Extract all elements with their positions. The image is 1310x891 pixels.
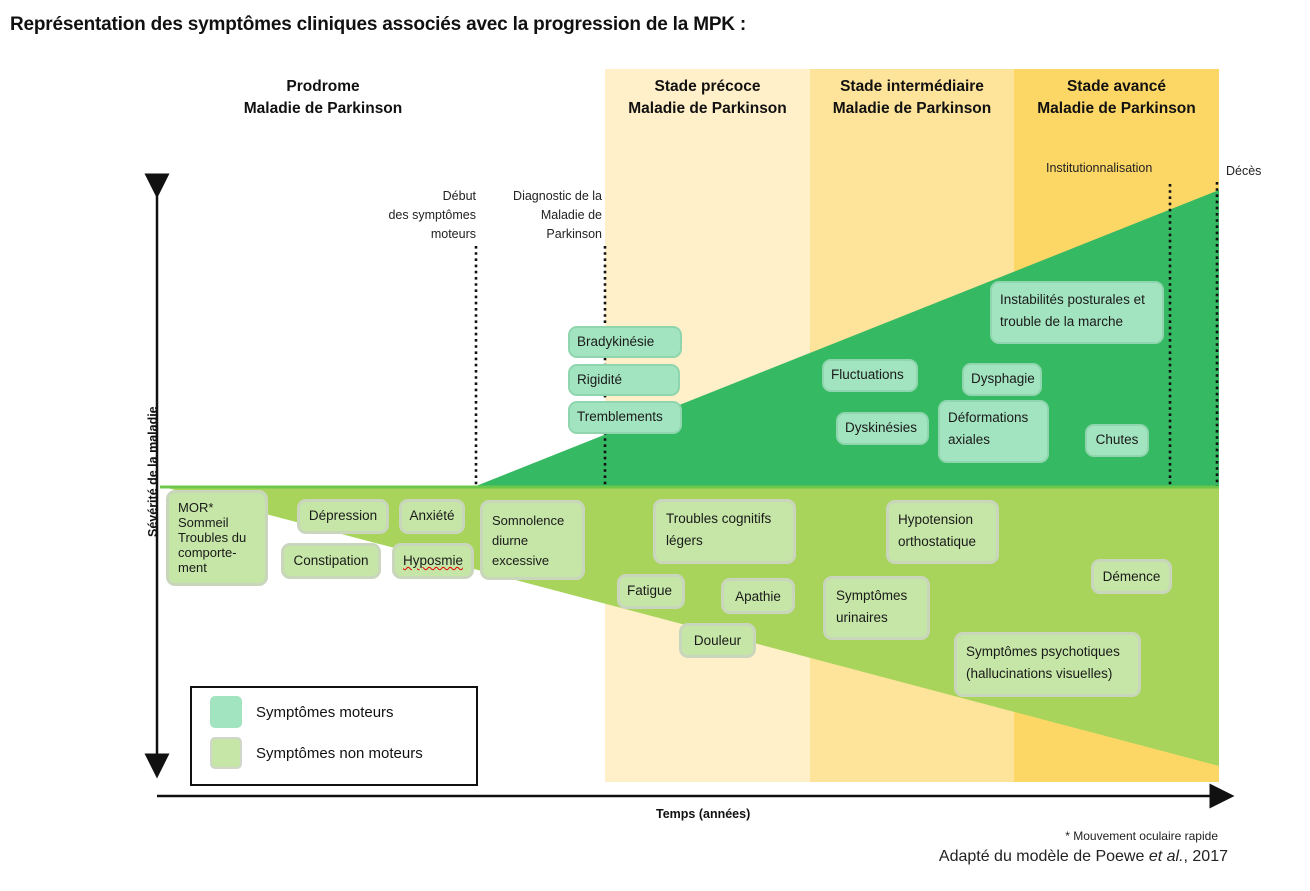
nonmotor-urinary: Symptômes urinaires [823, 576, 930, 640]
symptom-label: Somnolence [492, 513, 565, 528]
motor-falls: Chutes [1085, 424, 1149, 457]
symptom-label: légers [666, 533, 703, 548]
footnote: * Mouvement oculaire rapide [1065, 829, 1218, 843]
source-suffix: , 2017 [1183, 848, 1228, 865]
event-line: Maladie de [540, 208, 602, 222]
stage-title: Stade précoce [654, 78, 761, 95]
stage-subtitle: Maladie de Parkinson [1037, 100, 1196, 117]
stage-header-intermediate: Stade intermédiaire Maladie de Parkinson [810, 76, 1014, 120]
symptom-label: Anxiété [409, 508, 455, 523]
nonmotor-pain: Douleur [679, 623, 756, 658]
nonmotor-dementia: Démence [1091, 559, 1172, 594]
x-axis-label: Temps (années) [656, 807, 751, 821]
nonmotor-psychotic: Symptômes psychotiques (hallucinations v… [954, 632, 1141, 697]
source-prefix: Adapté du modèle de Poewe [938, 848, 1149, 865]
nonmotor-constipation: Constipation [281, 543, 381, 579]
symptom-label: trouble de la marche [1000, 314, 1124, 329]
symptom-label: (hallucinations visuelles) [966, 666, 1113, 681]
stage-title: Stade avancé [1066, 78, 1167, 95]
nonmotor-hyposmia: Hyposmie [392, 543, 474, 579]
symptom-label: Dyskinésies [845, 420, 918, 435]
symptom-label: MOR* [178, 500, 214, 515]
motor-fluctuations: Fluctuations [822, 359, 918, 392]
nonmotor-orthostatic-hypotension: Hypotension orthostatique [886, 500, 999, 564]
legend-label: Symptômes moteurs [256, 703, 394, 721]
symptom-label: Hyposmie [402, 553, 464, 568]
symptom-label: urinaires [836, 610, 888, 625]
stage-header-advanced: Stade avancé Maladie de Parkinson [1014, 76, 1219, 120]
legend-label: Symptômes non moteurs [256, 744, 423, 762]
event-line: Début [442, 189, 476, 203]
symptom-label: excessive [492, 553, 550, 568]
motor-swatch-icon [210, 696, 242, 728]
event-diagnosis: Diagnostic de la Maladie de Parkinson [490, 187, 602, 244]
symptom-label: Chutes [1095, 432, 1139, 447]
symptom-label: Sommeil [178, 515, 229, 530]
symptom-label: comporte- [178, 545, 237, 560]
symptom-label: Bradykinésie [577, 334, 655, 349]
symptom-label: Symptômes [836, 588, 908, 603]
stage-subtitle: Maladie de Parkinson [832, 100, 992, 117]
symptom-label: orthostatique [898, 534, 977, 549]
legend-item-nonmotor: Symptômes non moteurs [210, 737, 423, 769]
symptom-label: Démence [1102, 569, 1161, 584]
figure-title: Représentation des symptômes cliniques a… [10, 14, 747, 35]
legend-item-motor: Symptômes moteurs [210, 696, 394, 728]
stage-title: Prodrome [286, 78, 360, 95]
stage-subtitle: Maladie de Parkinson [243, 100, 403, 117]
symptom-label: Douleur [693, 633, 742, 648]
motor-bradykinesia: Bradykinésie [568, 326, 682, 358]
event-line: Parkinson [546, 227, 602, 241]
event-motor-onset: Début des symptômes moteurs [360, 187, 476, 244]
legend: Symptômes moteurs Symptômes non moteurs [190, 686, 478, 786]
nonmotor-fatigue: Fatigue [617, 574, 685, 609]
motor-rigidity: Rigidité [568, 364, 680, 396]
symptom-label: Dysphagie [971, 371, 1035, 386]
symptom-label: axiales [948, 432, 991, 447]
nonmotor-apathy: Apathie [721, 578, 795, 614]
nonmotor-anxiety: Anxiété [399, 499, 465, 534]
motor-tremor: Tremblements [568, 401, 682, 434]
symptom-label: Dépression [308, 508, 378, 523]
nonmotor-depression: Dépression [297, 499, 389, 534]
symptom-label: Rigidité [577, 372, 623, 387]
stage-header-prodrome: Prodrome Maladie de Parkinson [218, 76, 428, 120]
motor-axial-deformities: Déformations axiales [938, 400, 1049, 463]
event-death: Décès [1226, 164, 1262, 178]
event-line: des symptômes [388, 208, 476, 222]
motor-dysphagia: Dysphagie [962, 363, 1042, 396]
symptom-label: Hypotension [898, 512, 974, 527]
symptom-label: diurne [492, 533, 529, 548]
event-institutionalisation: Institutionnalisation [1046, 161, 1153, 175]
symptom-label: Déformations [948, 410, 1029, 425]
symptom-label: Troubles cognitifs [666, 511, 772, 526]
nonmotor-swatch-icon [210, 737, 242, 769]
y-axis-label: Sévérité de la maladie [146, 406, 160, 537]
motor-postural-instability: Instabilités posturales et trouble de la… [990, 281, 1164, 344]
symptom-label: Symptômes psychotiques [966, 644, 1120, 659]
symptom-label: Tremblements [577, 409, 663, 424]
motor-dyskinesia: Dyskinésies [836, 412, 929, 445]
source-italic: et al. [1148, 848, 1184, 865]
symptom-label: ment [178, 560, 207, 575]
source-citation: Adapté du modèle de Poewe et al., 2017 [939, 848, 1228, 866]
event-line: Diagnostic de la [513, 189, 602, 203]
stage-title: Stade intermédiaire [840, 78, 984, 95]
stage-subtitle: Maladie de Parkinson [628, 100, 787, 117]
nonmotor-rem-sleep-behaviour: MOR* Sommeil Troubles du comporte- ment [166, 490, 268, 586]
event-line: moteurs [430, 227, 476, 241]
symptom-label: Instabilités posturales et [1000, 292, 1145, 307]
nonmotor-daytime-somnolence: Somnolence diurne excessive [480, 500, 585, 580]
symptom-label: Fatigue [627, 583, 673, 598]
symptom-label: Apathie [735, 589, 781, 604]
symptom-label: Constipation [293, 553, 369, 568]
symptom-label: Troubles du [178, 530, 247, 545]
nonmotor-mild-cognitive: Troubles cognitifs légers [653, 499, 796, 564]
stage-header-early: Stade précoce Maladie de Parkinson [605, 76, 810, 120]
symptom-label: Fluctuations [831, 367, 904, 382]
